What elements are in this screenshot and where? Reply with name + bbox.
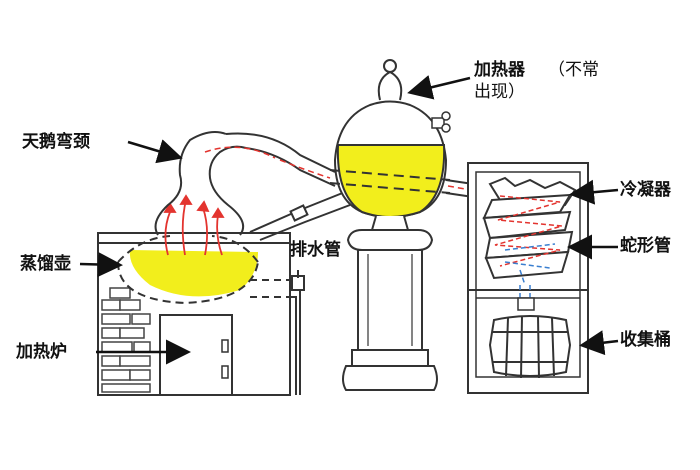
vapor-arrows (163, 194, 225, 256)
coil-label: 蛇形管 (620, 236, 671, 256)
still-pot (117, 194, 259, 305)
condenser-tower (467, 162, 589, 394)
heater-label: 加热器 (474, 60, 525, 80)
collection-barrel (488, 315, 572, 379)
drain-pipe-shape (290, 270, 305, 395)
heater-note-line1: （不常 (548, 60, 599, 80)
swan-neck (154, 131, 336, 236)
swan-neck-label: 天鹅弯颈 (22, 132, 90, 152)
furnace-label: 加热炉 (16, 342, 67, 362)
label-pointers (79, 75, 619, 365)
brick-wall (101, 287, 151, 393)
heater-column (329, 59, 451, 391)
heater-note-line2: 出现） (474, 82, 525, 102)
valve (431, 111, 451, 133)
drain-pipe-label: 排水管 (290, 240, 341, 260)
furnace-door (159, 314, 233, 396)
condenser-label: 冷凝器 (620, 180, 671, 200)
coil-shape (482, 193, 574, 280)
pot-connector-pipe (249, 191, 351, 241)
still-pot-label: 蒸馏壶 (20, 254, 71, 274)
collector-label: 收集桶 (620, 330, 671, 350)
